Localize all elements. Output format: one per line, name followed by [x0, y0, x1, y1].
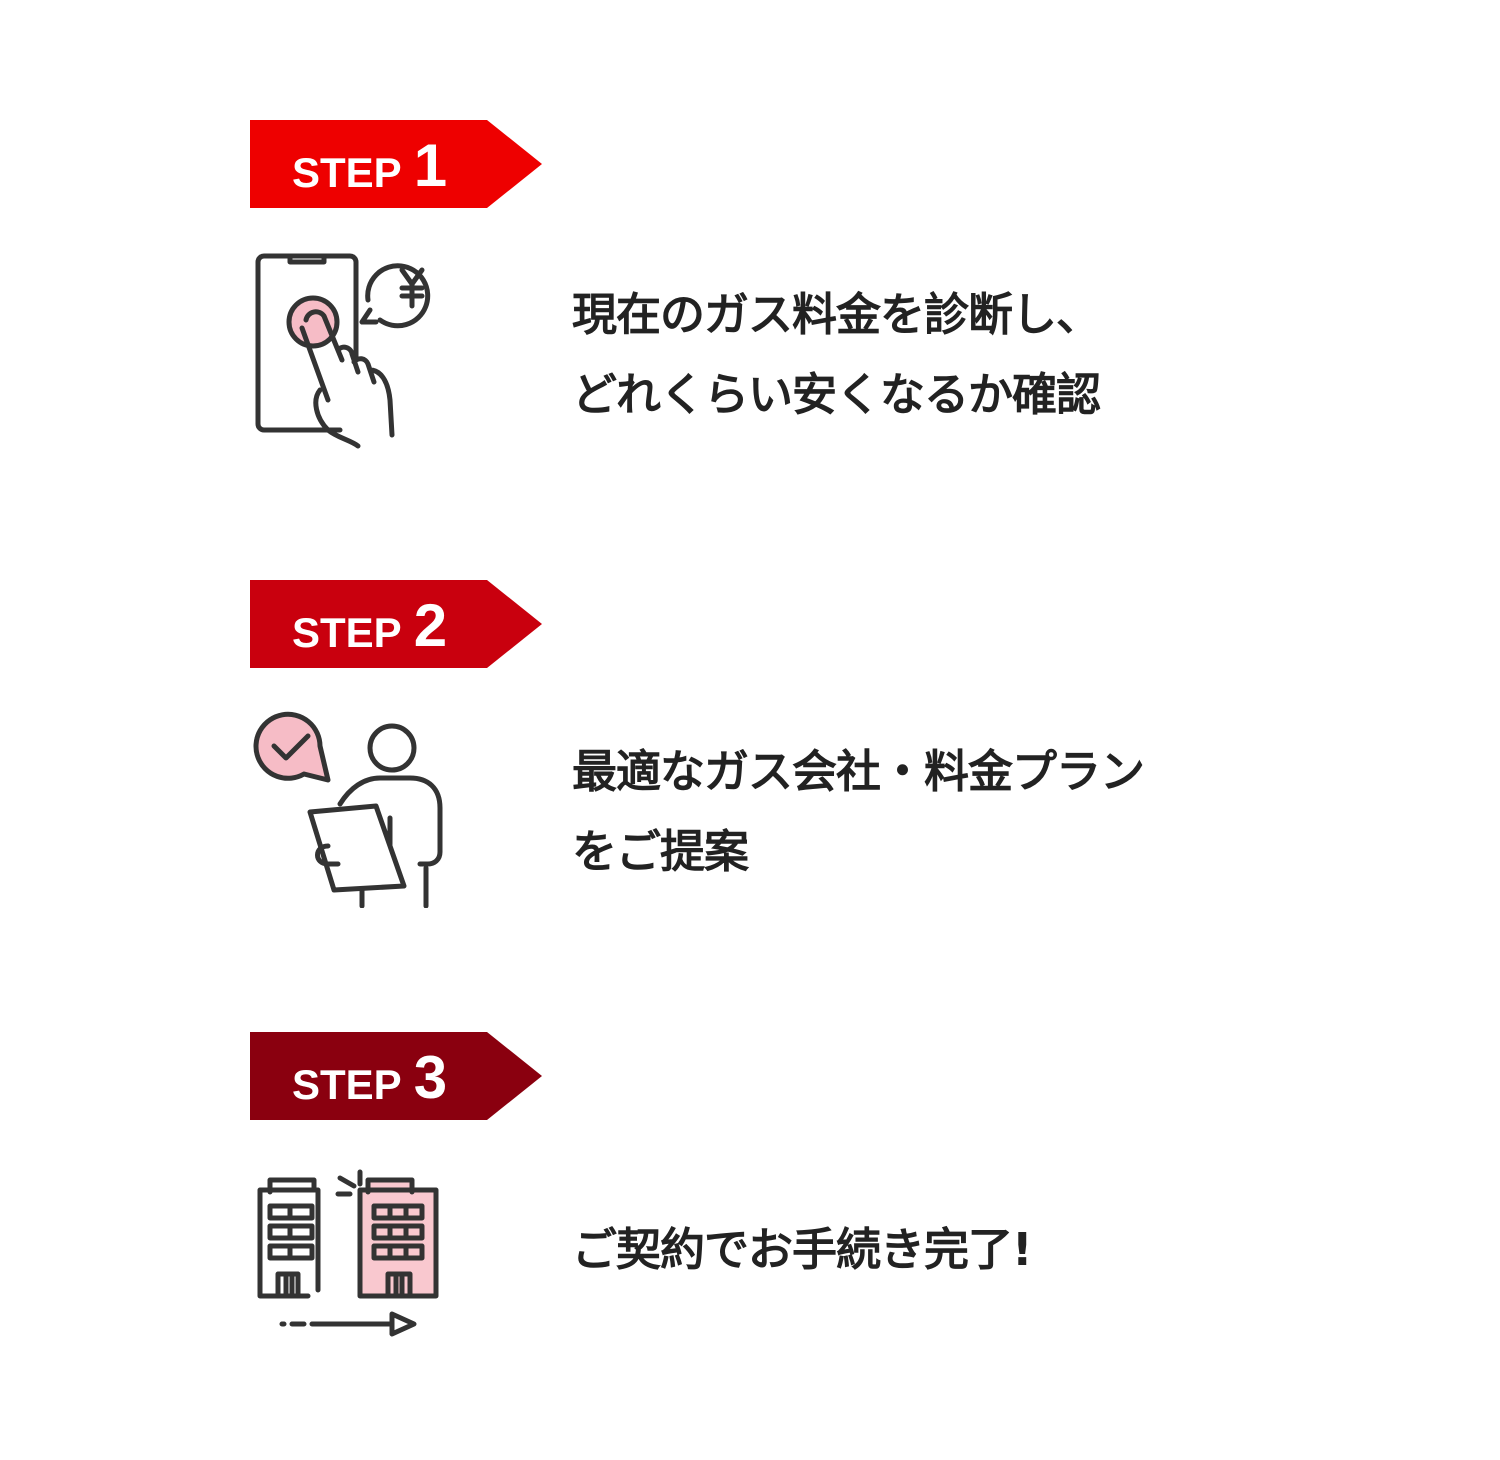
step-number: 1: [413, 132, 448, 199]
description-line: 現在のガス料金を診断し、: [572, 288, 1101, 341]
step-word: STEP: [292, 609, 402, 656]
step-1-description: 現在のガス料金を診断し、 どれくらい安くなるか確認: [572, 275, 1101, 435]
step-word: STEP: [292, 149, 402, 196]
consultant-proposal-icon: [250, 708, 450, 909]
step-number: 3: [413, 1044, 448, 1111]
description-line: 最適なガス会社・料金プラン: [572, 745, 1145, 798]
smartphone-tap-yen-icon: [250, 250, 450, 450]
step-number: 2: [413, 592, 448, 659]
step-3-description: ご契約でお手続き完了!: [572, 1210, 1033, 1290]
description-line: どれくらい安くなるか確認: [572, 368, 1101, 421]
step-2-description: 最適なガス会社・料金プラン をご提案: [572, 732, 1145, 892]
building-switch-icon: [250, 1166, 450, 1366]
description-line: ご契約でお手続き完了!: [572, 1223, 1033, 1276]
description-line: をご提案: [572, 825, 749, 878]
step-word: STEP: [292, 1061, 402, 1108]
